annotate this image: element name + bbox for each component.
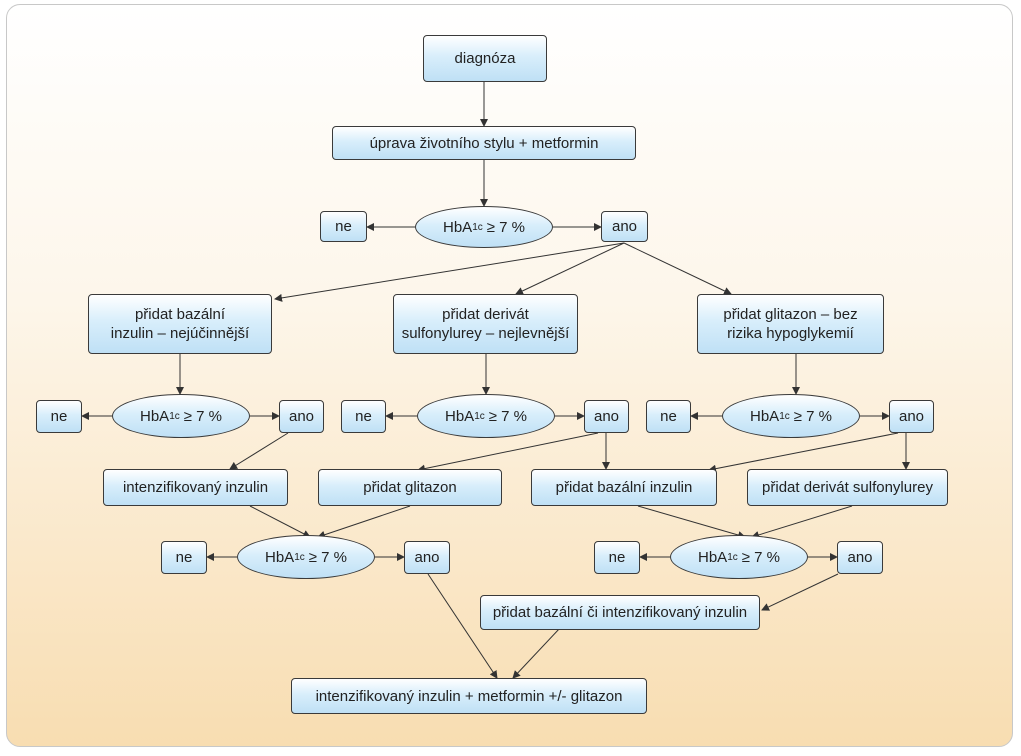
add-glitazone-line2: rizika hypoglykemií [727,325,854,342]
add-glitazone-line1: přidat glitazon – bez [723,306,858,323]
no-box-2: ne [36,400,82,433]
add-basal-or-intensified-box: přidat bazální či intenzifikovaný inzuli… [480,595,760,630]
no-box-6: ne [594,541,640,574]
hba-subscript: 1c [472,221,483,233]
yes-label: ano [847,549,873,566]
final-therapy-label: intenzifikovaný inzulin + metformin +/- … [315,687,623,705]
hba-label: HbA [445,407,475,425]
add-sulfonylurea-step-box: přidat derivát sulfonylurey [747,469,948,506]
no-box-3: ne [341,400,386,433]
hba-label: HbA [265,548,295,566]
hba-threshold: ≥ 7 % [488,407,527,425]
yes-label: ano [611,218,638,235]
no-label: ne [335,218,352,235]
yes-label: ano [288,408,315,425]
arrow [761,573,839,611]
hba-subscript: 1c [727,551,738,563]
arrow [623,242,732,295]
hba-threshold: ≥ 7 % [183,407,222,425]
yes-box-6: ano [837,541,883,574]
add-sulfonylurea-line2: sulfonylurey – nejlevnější [401,325,570,342]
hba-subscript: 1c [474,410,485,422]
arrow [417,432,599,473]
no-label: ne [660,408,677,425]
intensified-insulin-box: intenzifikovaný inzulin [103,469,288,506]
add-sulfonylurea-step-label: přidat derivát sulfonylurey [762,479,933,496]
add-basal-insulin-box: přidat bazální inzulin – nejúčinnější [88,294,272,354]
hba-subscript: 1c [169,410,180,422]
diagnosis-box: diagnóza [423,35,547,82]
yes-label: ano [414,549,440,566]
no-box-5: ne [161,541,207,574]
arrow [708,432,899,473]
add-sulfonylurea-line1: přidat derivát [442,306,529,323]
yes-box-4: ano [889,400,934,433]
hba-label: HbA [443,218,473,236]
add-glitazone-step-box: přidat glitazon [318,469,502,506]
arrow [274,242,625,302]
hba-label: HbA [140,407,170,425]
add-basal-insulin-line1: přidat bazální [134,306,226,323]
intensified-insulin-label: intenzifikovaný inzulin [122,479,269,496]
add-basal-insulin-step-label: přidat bazální inzulin [555,479,693,496]
yes-box-1: ano [601,211,648,242]
add-sulfonylurea-box: přidat derivát sulfonylurey – nejlevnějš… [393,294,578,354]
arrow [249,505,311,538]
yes-box-2: ano [279,400,324,433]
no-box-4: ne [646,400,691,433]
hba-label: HbA [750,407,780,425]
no-label: ne [175,549,193,566]
hba-threshold: ≥ 7 % [486,218,525,236]
hba-threshold: ≥ 7 % [308,548,347,566]
yes-box-3: ano [584,400,629,433]
final-therapy-box: intenzifikovaný inzulin + metformin +/- … [291,678,647,714]
no-label: ne [355,408,372,425]
add-glitazone-box: přidat glitazon – bez rizika hypoglykemi… [697,294,884,354]
diagnosis-label: diagnóza [454,50,516,67]
yes-box-5: ano [404,541,450,574]
arrow [751,505,853,539]
arrow [637,505,746,539]
hba-subscript: 1c [779,410,790,422]
add-glitazone-step-label: přidat glitazon [363,479,457,496]
add-basal-insulin-step-box: přidat bazální inzulin [531,469,717,506]
no-label: ne [608,549,626,566]
yes-label: ano [593,408,620,425]
arrow [512,627,561,679]
arrow [229,432,289,470]
no-label: ne [50,408,68,425]
yes-label: ano [898,408,925,425]
hba-threshold: ≥ 7 % [741,548,780,566]
lifestyle-metformin-box: úprava životního stylu + metformin [332,126,636,160]
hba-subscript: 1c [294,551,305,563]
add-basal-insulin-line2: inzulin – nejúčinnější [110,325,250,342]
no-box-1: ne [320,211,367,242]
arrow [317,505,411,539]
hba-label: HbA [698,548,728,566]
arrow [427,573,498,679]
lifestyle-metformin-label: úprava životního stylu + metformin [369,134,599,152]
hba-threshold: ≥ 7 % [793,407,832,425]
arrow [515,242,625,295]
add-basal-or-intensified-label: přidat bazální či intenzifikovaný inzuli… [492,604,748,621]
